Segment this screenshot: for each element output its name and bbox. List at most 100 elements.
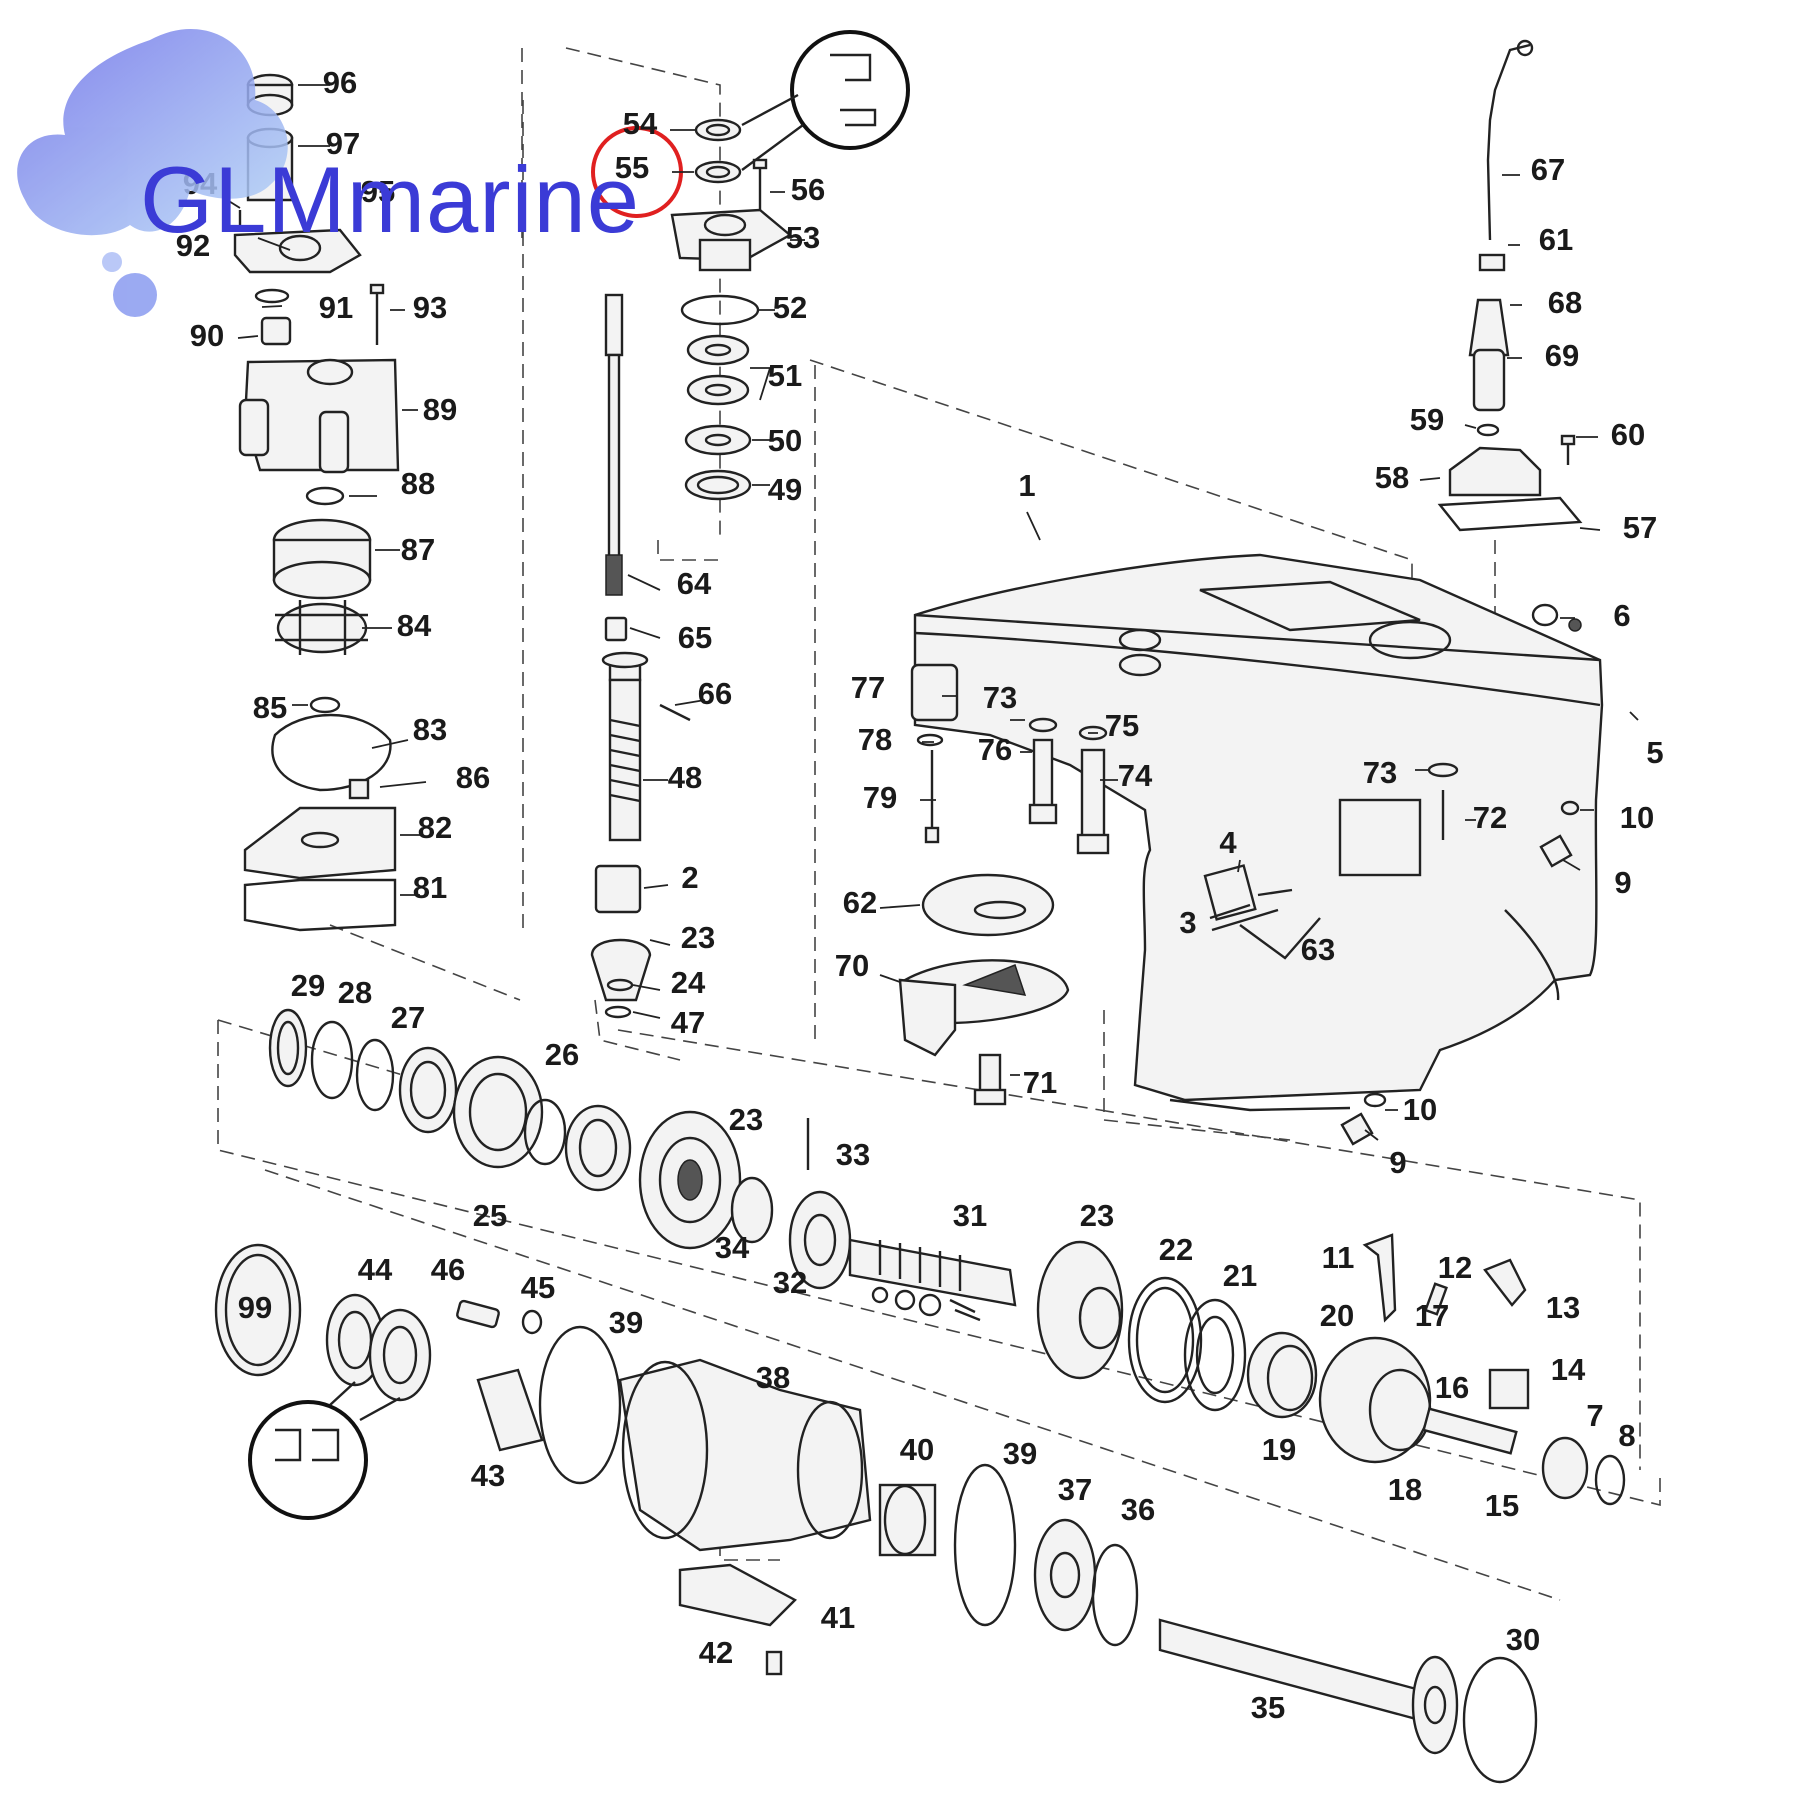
part-label-25: 25 (473, 1198, 507, 1233)
part-label-23: 23 (729, 1102, 763, 1137)
part-label-62: 62 (843, 885, 877, 920)
part-label-2: 2 (681, 860, 698, 895)
part-label-42: 42 (699, 1635, 733, 1670)
part-label-10: 10 (1403, 1092, 1437, 1127)
part-label-30: 30 (1506, 1622, 1540, 1657)
part-label-63: 63 (1301, 932, 1335, 967)
part-label-54: 54 (623, 106, 658, 141)
part-label-1: 1 (1018, 468, 1035, 503)
part-label-64: 64 (677, 566, 712, 601)
part-label-13: 13 (1546, 1290, 1580, 1325)
part-label-84: 84 (397, 608, 432, 643)
part-label-88: 88 (401, 466, 435, 501)
part-label-27: 27 (391, 1000, 425, 1035)
part-label-97: 97 (326, 126, 360, 161)
part-label-58: 58 (1375, 460, 1409, 495)
part-label-9: 9 (1614, 865, 1631, 900)
part-label-18: 18 (1388, 1472, 1422, 1507)
part-label-23: 23 (1080, 1198, 1114, 1233)
part-label-90: 90 (190, 318, 224, 353)
part-label-4: 4 (1219, 825, 1237, 860)
part-label-19: 19 (1262, 1432, 1296, 1467)
part-label-52: 52 (773, 290, 807, 325)
part-label-22: 22 (1159, 1232, 1193, 1267)
part-label-79: 79 (863, 780, 897, 815)
part-label-44: 44 (358, 1252, 393, 1287)
part-label-92: 92 (176, 228, 210, 263)
part-label-94: 94 (183, 166, 218, 201)
part-label-34: 34 (715, 1230, 750, 1265)
part-label-71: 71 (1023, 1065, 1057, 1100)
part-label-61: 61 (1539, 222, 1573, 257)
bearing-carrier-row (214, 1243, 1538, 1784)
part-label-6: 6 (1613, 598, 1630, 633)
part-label-28: 28 (338, 975, 372, 1010)
part-label-17: 17 (1415, 1298, 1449, 1333)
part-label-20: 20 (1320, 1298, 1354, 1333)
part-label-82: 82 (418, 810, 452, 845)
part-label-96: 96 (323, 65, 357, 100)
part-label-14: 14 (1551, 1352, 1586, 1387)
part-label-26: 26 (545, 1037, 579, 1072)
part-label-70: 70 (835, 948, 869, 983)
part-label-85: 85 (253, 690, 287, 725)
part-label-35: 35 (1251, 1690, 1285, 1725)
part-label-33: 33 (836, 1137, 870, 1172)
housing-hardware (910, 663, 1580, 1146)
part-label-50: 50 (768, 423, 802, 458)
part-label-15: 15 (1485, 1488, 1519, 1523)
part-label-73: 73 (983, 680, 1017, 715)
part-label-91: 91 (319, 290, 353, 325)
part-label-59: 59 (1410, 402, 1444, 437)
part-label-3: 3 (1179, 905, 1196, 940)
part-label-66: 66 (698, 676, 732, 711)
part-label-81: 81 (413, 870, 447, 905)
part-label-36: 36 (1121, 1492, 1155, 1527)
part-label-31: 31 (953, 1198, 987, 1233)
part-label-78: 78 (858, 722, 892, 757)
part-label-86: 86 (456, 760, 490, 795)
part-label-48: 48 (668, 760, 702, 795)
part-label-38: 38 (756, 1360, 790, 1395)
part-label-93: 93 (413, 290, 447, 325)
part-label-16: 16 (1435, 1370, 1469, 1405)
part-label-41: 41 (821, 1600, 855, 1635)
part-label-21: 21 (1223, 1258, 1257, 1293)
part-label-39: 39 (1003, 1436, 1037, 1471)
part-label-12: 12 (1438, 1250, 1472, 1285)
part-label-45: 45 (521, 1270, 555, 1305)
gearcase-housing (913, 553, 1604, 1112)
part-label-77: 77 (851, 670, 885, 705)
part-label-68: 68 (1548, 285, 1582, 320)
anode-group (898, 873, 1070, 1106)
part-label-24: 24 (671, 965, 706, 1000)
assembly-guides (217, 47, 1661, 1601)
part-label-72: 72 (1473, 800, 1507, 835)
part-label-83: 83 (413, 712, 447, 747)
part-label-7: 7 (1586, 1398, 1603, 1433)
leader-lines (223, 84, 1639, 1141)
part-label-53: 53 (786, 220, 820, 255)
part-label-9: 9 (1389, 1145, 1406, 1180)
part-label-75: 75 (1105, 708, 1139, 743)
part-label-99: 99 (238, 1290, 272, 1325)
driveshaft-group (590, 118, 793, 1019)
shift-rod-group (1437, 39, 1583, 532)
part-label-29: 29 (291, 968, 325, 1003)
part-label-8: 8 (1618, 1418, 1635, 1453)
part-label-51: 51 (768, 358, 802, 393)
part-label-43: 43 (471, 1458, 505, 1493)
part-label-57: 57 (1623, 510, 1657, 545)
part-label-23: 23 (681, 920, 715, 955)
part-label-74: 74 (1118, 758, 1153, 793)
part-label-89: 89 (423, 392, 457, 427)
part-label-65: 65 (678, 620, 712, 655)
part-label-60: 60 (1611, 417, 1645, 452)
part-label-55: 55 (615, 150, 649, 185)
part-label-5: 5 (1646, 735, 1663, 770)
part-label-32: 32 (773, 1265, 807, 1300)
part-label-73: 73 (1363, 755, 1397, 790)
part-label-37: 37 (1058, 1472, 1092, 1507)
part-label-40: 40 (900, 1432, 934, 1467)
